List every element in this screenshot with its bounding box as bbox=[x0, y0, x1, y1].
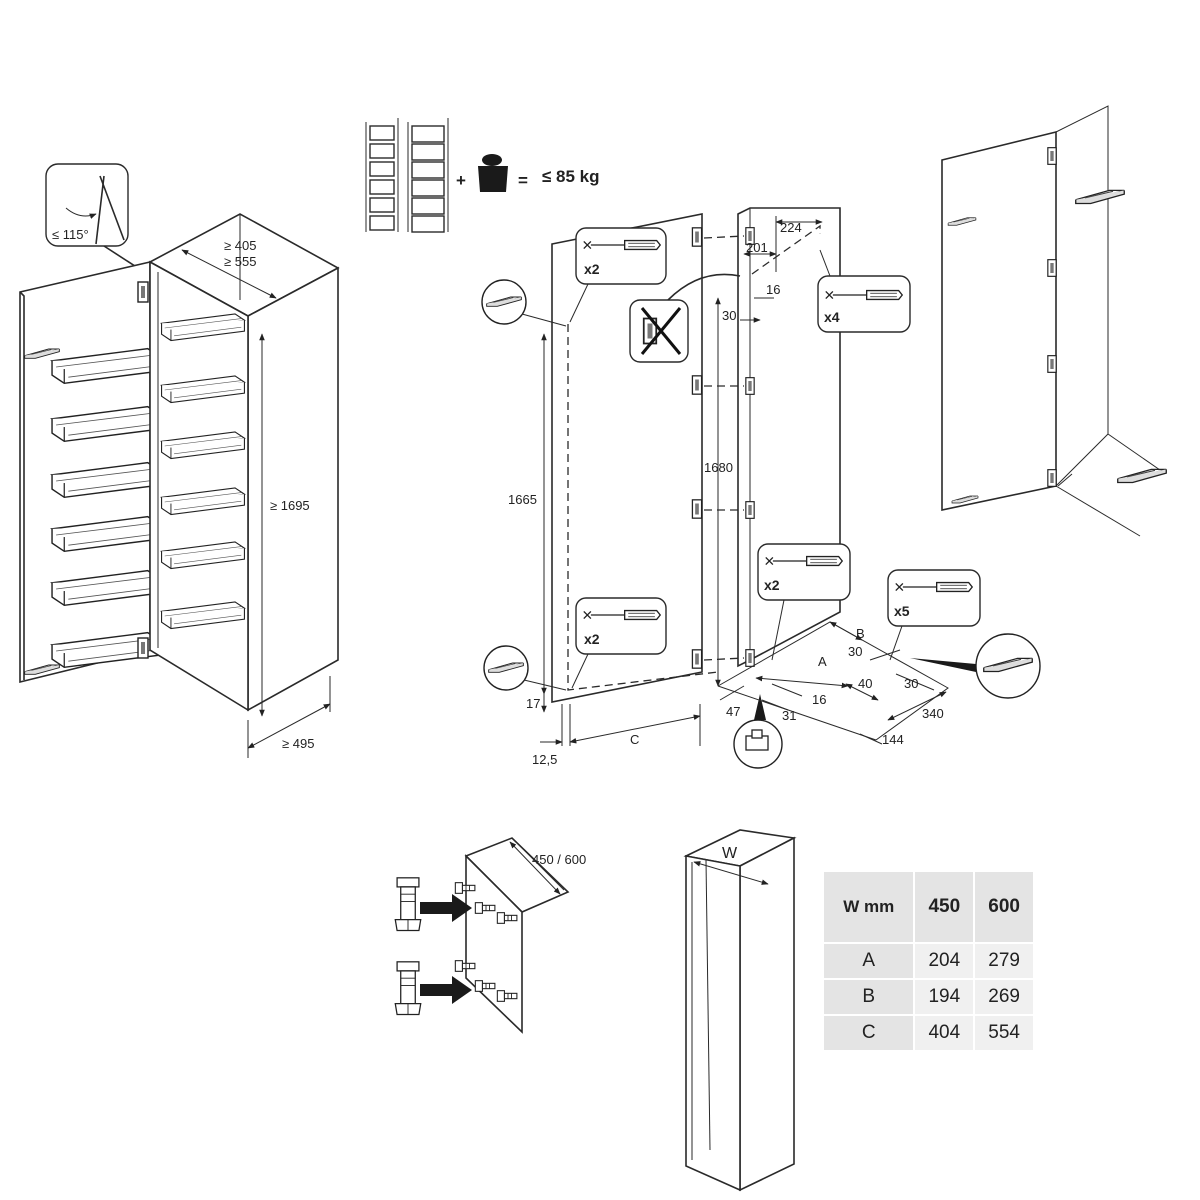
weight-icon bbox=[478, 154, 508, 192]
cell-450: 204 bbox=[914, 942, 976, 979]
dim-144: 144 bbox=[882, 732, 904, 747]
rail-callout-bottom bbox=[483, 645, 567, 691]
basket-set-icon bbox=[365, 118, 449, 233]
angle-callout: ≤ 115° bbox=[45, 163, 139, 269]
width-label: W bbox=[722, 845, 738, 862]
screw-callout-x2-top: x2 bbox=[569, 227, 667, 323]
dim-201: 201 bbox=[746, 240, 768, 255]
screw-count: x4 bbox=[824, 309, 840, 325]
height-dim: ≥ 1695 bbox=[270, 498, 310, 513]
cabinet-open-view: ≤ 115° bbox=[19, 163, 340, 758]
no-hinge-callout bbox=[629, 273, 741, 363]
dim-47: 47 bbox=[726, 704, 740, 719]
dim-16-bottom: 16 bbox=[812, 692, 826, 707]
cabinet-width-view: W bbox=[683, 829, 797, 1192]
equals-sign: = bbox=[518, 171, 528, 190]
screw-count: x2 bbox=[764, 577, 780, 593]
screw-callout-x2-side: x2 bbox=[757, 543, 851, 661]
leg-width-dim: 450 / 600 bbox=[532, 852, 586, 867]
stopper-callout bbox=[733, 694, 783, 769]
assembled-view bbox=[941, 105, 1168, 537]
dimension-table: W mm 450 600 A 204 279 B 194 269 C 404 5… bbox=[824, 872, 1035, 1050]
rail-callout-top bbox=[481, 279, 567, 327]
dim-30-b: 30 bbox=[904, 676, 918, 691]
dim-31: 31 bbox=[782, 708, 796, 723]
plus-sign: + bbox=[456, 171, 466, 190]
screw-callout-x4: x4 bbox=[817, 249, 911, 333]
table-row: C 404 554 bbox=[824, 1014, 1035, 1050]
dim-B: B bbox=[856, 626, 865, 641]
screw-callout-x5: x5 bbox=[887, 569, 981, 661]
row-label: B bbox=[824, 978, 916, 1015]
dim-224: 224 bbox=[780, 220, 802, 235]
height-right-dim: 1680 bbox=[704, 460, 733, 475]
dim-30-a: 30 bbox=[848, 644, 862, 659]
dim-12-5: 12,5 bbox=[532, 752, 557, 767]
cell-600: 269 bbox=[974, 978, 1035, 1015]
weight-limit: ≤ 85 kg bbox=[542, 167, 600, 186]
table-header-w: W mm bbox=[824, 872, 916, 943]
cell-450: 194 bbox=[914, 978, 976, 1015]
table-row: A 204 279 bbox=[824, 942, 1035, 979]
dim-A: A bbox=[818, 654, 827, 669]
width-dim: ≥ 495 bbox=[282, 736, 314, 751]
dim-30-top: 30 bbox=[722, 308, 736, 323]
dim-C: C bbox=[630, 732, 639, 747]
screw-count: x2 bbox=[584, 261, 600, 277]
row-label: A bbox=[824, 942, 916, 979]
table-header-600: 600 bbox=[974, 872, 1035, 943]
row-label: C bbox=[824, 1014, 916, 1050]
mounting-dimensions-view: x2 x2 x4 x2 x5 bbox=[481, 207, 1041, 769]
weight-capacity: + = ≤ 85 kg bbox=[365, 118, 600, 233]
dim-16-top: 16 bbox=[766, 282, 780, 297]
dim-17: 17 bbox=[526, 696, 540, 711]
rail-callout-right bbox=[910, 633, 1041, 699]
table-header-450: 450 bbox=[914, 872, 976, 943]
depth2-dim: ≥ 555 bbox=[224, 254, 256, 269]
table-row: B 194 269 bbox=[824, 978, 1035, 1015]
angle-label: ≤ 115° bbox=[52, 227, 89, 242]
dim-40: 40 bbox=[858, 676, 872, 691]
screw-count: x5 bbox=[894, 603, 910, 619]
dim-340: 340 bbox=[922, 706, 944, 721]
cell-600: 554 bbox=[974, 1014, 1035, 1050]
cell-450: 404 bbox=[914, 1014, 976, 1050]
height-left-dim: 1665 bbox=[508, 492, 537, 507]
screw-callout-x2-bottom: x2 bbox=[571, 597, 667, 689]
cell-600: 279 bbox=[974, 942, 1035, 979]
depth-dim: ≥ 405 bbox=[224, 238, 256, 253]
screw-count: x2 bbox=[584, 631, 600, 647]
leg-installation-view: 450 / 600 bbox=[394, 837, 586, 1034]
